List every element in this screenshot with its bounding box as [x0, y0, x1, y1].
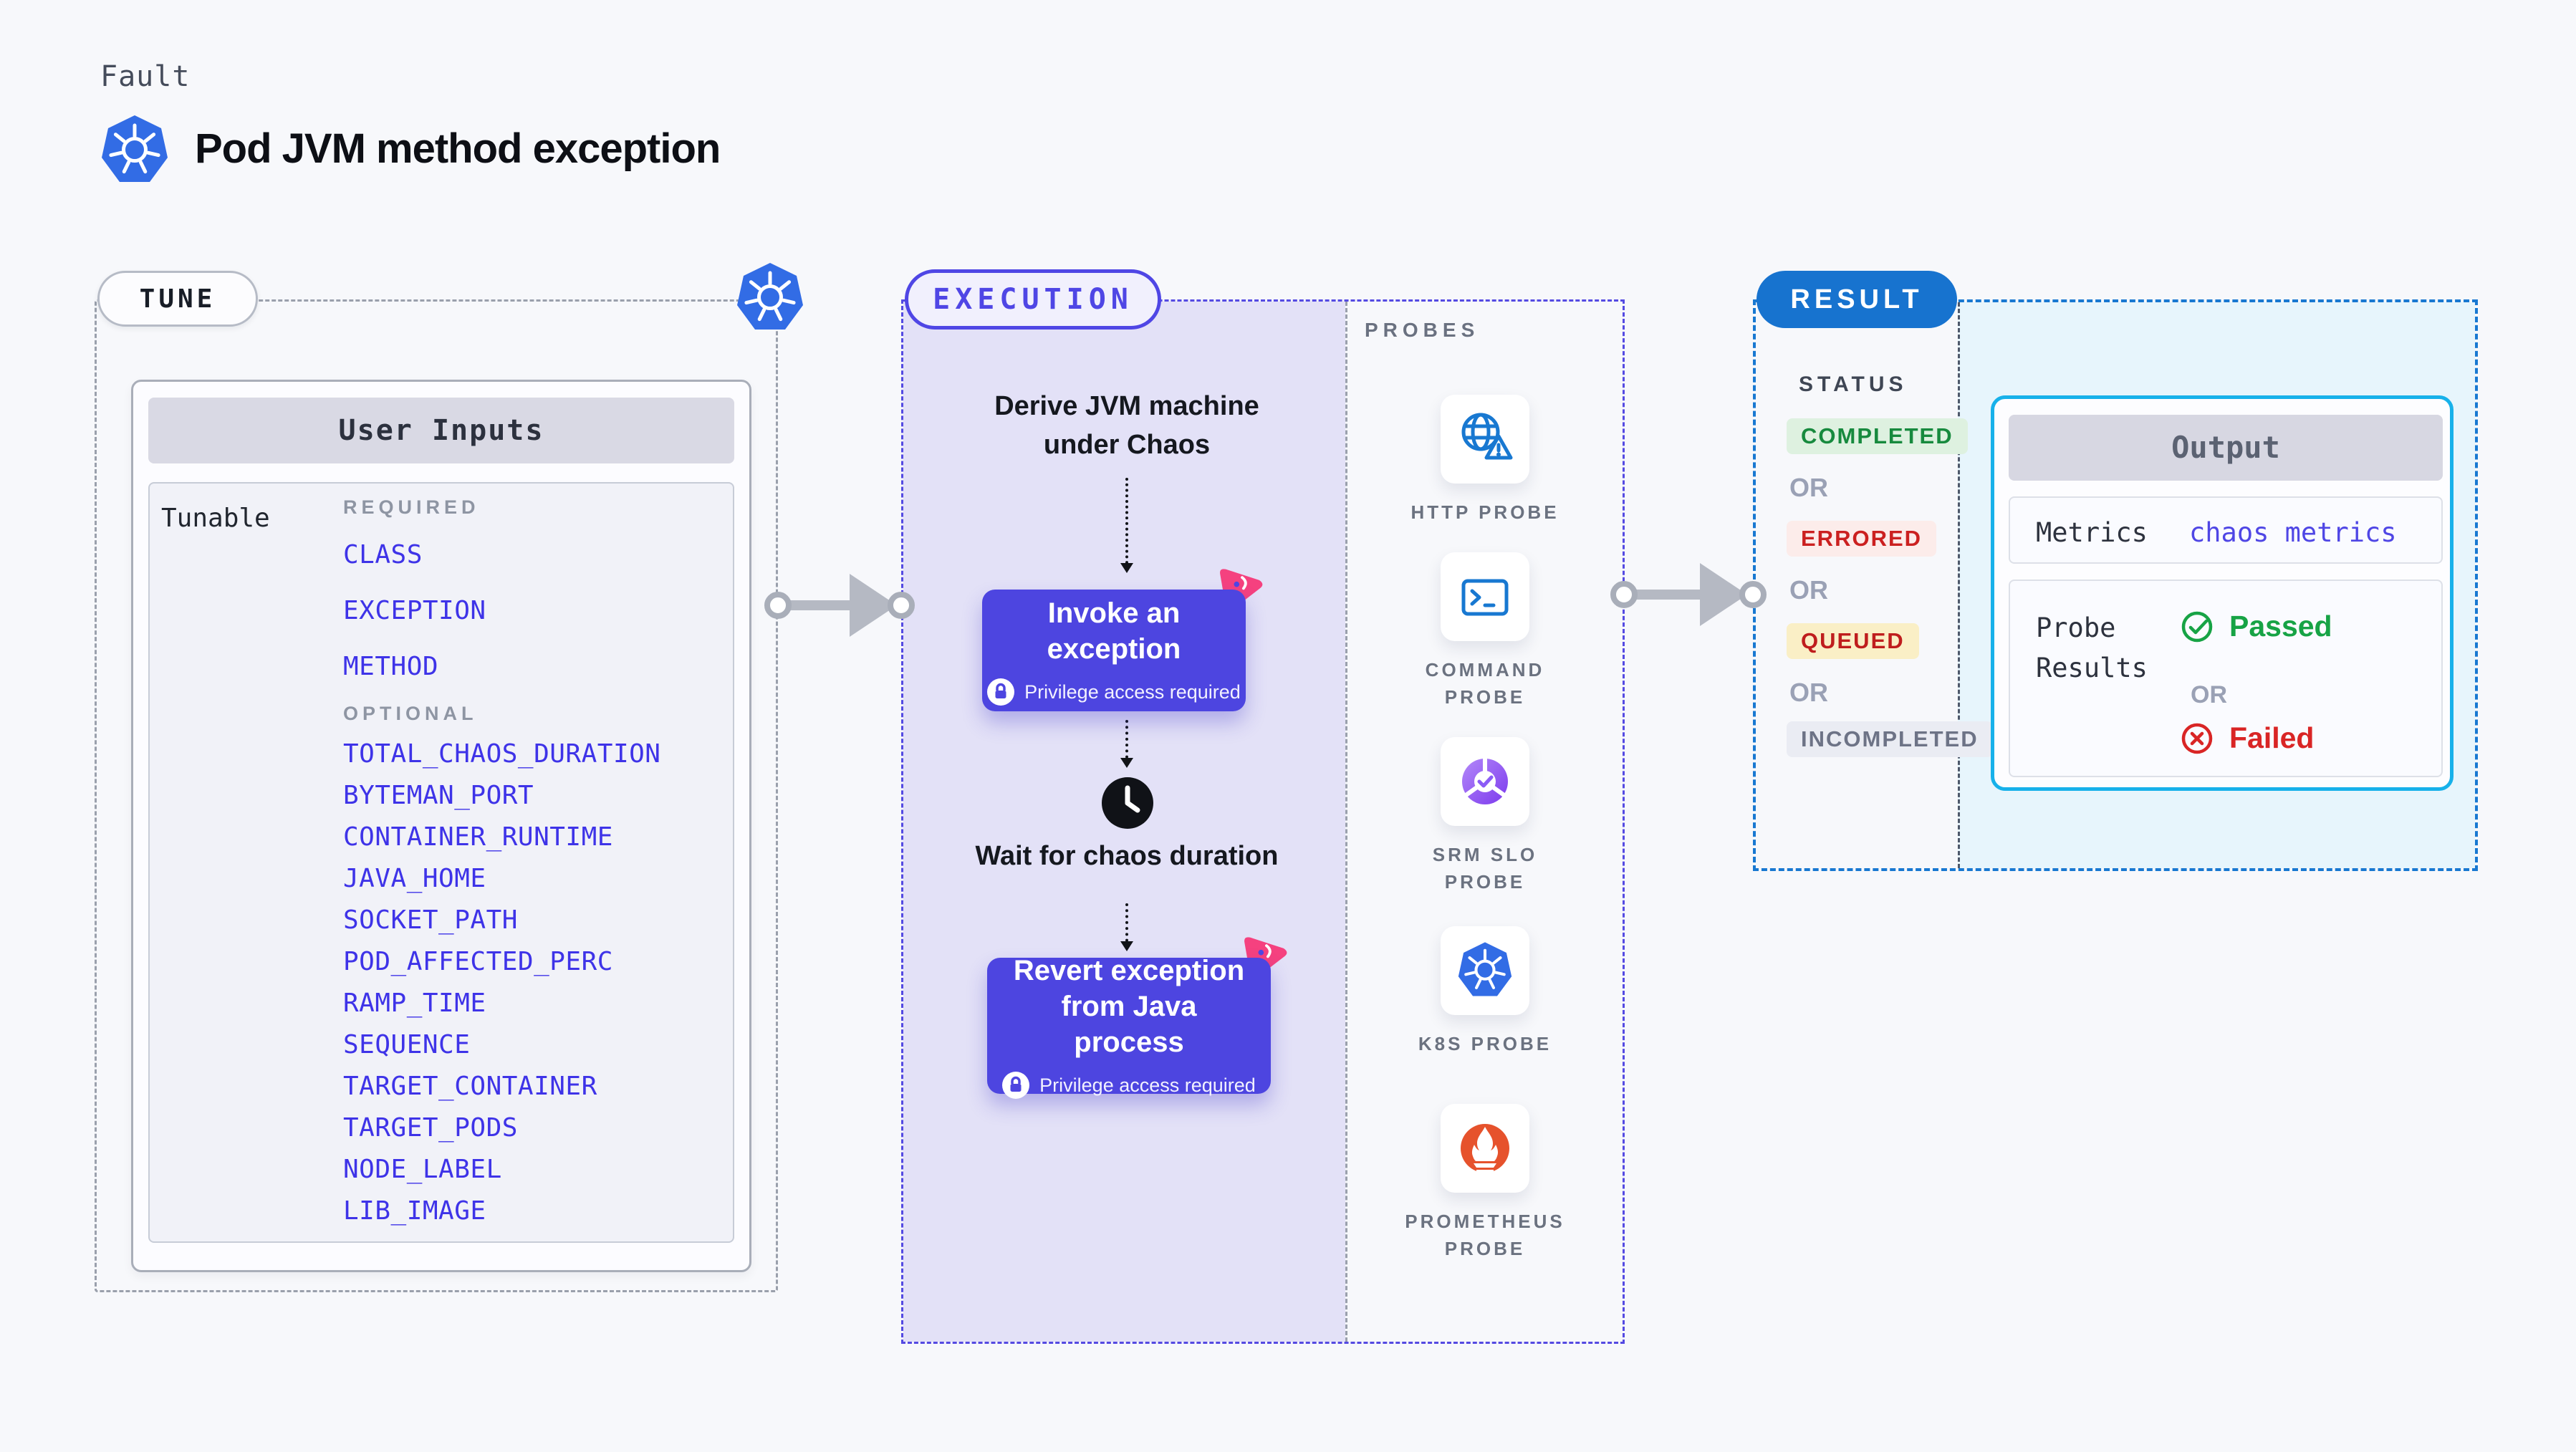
tunable-target-container: TARGET_CONTAINER: [343, 1071, 597, 1101]
prometheus-probe-icon: [1441, 1104, 1529, 1193]
tune-section-box: User Inputs Tunable REQUIRED CLASS EXCEP…: [95, 299, 778, 1292]
probe-results-label: Probe Results: [2036, 612, 2148, 683]
http-probe-icon: [1441, 395, 1529, 484]
tunables-panel: Tunable REQUIRED CLASS EXCEPTION METHOD …: [148, 482, 734, 1243]
metrics-label: Metrics: [2036, 517, 2148, 548]
tunable-byteman-port: BYTEMAN_PORT: [343, 780, 534, 810]
step-title: Invoke an exception: [1047, 597, 1181, 665]
tunable-node-label: NODE_LABEL: [343, 1154, 502, 1184]
or-separator: OR: [1789, 575, 1828, 605]
arrow-line: [785, 600, 852, 610]
flow-arrow-down: [1120, 720, 1133, 768]
kubernetes-icon: [99, 113, 170, 188]
privilege-note: Privilege access required: [987, 678, 1241, 706]
step-title: Revert exception from Java process: [1013, 955, 1245, 1058]
tunable-row-label: Tunable: [161, 504, 270, 533]
kubernetes-icon: [734, 261, 806, 335]
tunable-container-runtime: CONTAINER_RUNTIME: [343, 822, 613, 852]
user-inputs-card: User Inputs Tunable REQUIRED CLASS EXCEP…: [131, 380, 751, 1272]
k8s-probe-icon: [1441, 926, 1529, 1015]
flow-arrow-down: [1120, 903, 1133, 951]
arrow-end-dot: [888, 592, 915, 619]
status-badge-errored: ERRORED: [1787, 521, 1937, 557]
invoke-exception-step: Invoke an exception Privilege access req…: [982, 590, 1246, 711]
privilege-note: Privilege access required: [1002, 1072, 1256, 1099]
tunable-java-home: JAVA_HOME: [343, 863, 486, 893]
tunable-socket-path: SOCKET_PATH: [343, 905, 518, 935]
output-header: Output: [2009, 415, 2443, 481]
probe-item-http: HTTP PROBE: [1347, 395, 1623, 527]
probe-results-row: Probe Results Passed OR Failed: [2009, 580, 2443, 777]
arrow-end-dot: [1739, 581, 1767, 608]
probe-item-command: COMMAND PROBE: [1347, 552, 1623, 711]
or-separator: OR: [2191, 681, 2227, 708]
tunable-class: CLASS: [343, 539, 423, 569]
required-section-label: REQUIRED: [343, 496, 480, 518]
probe-item-srm-slo: SRM SLO PROBE: [1347, 737, 1623, 895]
probe-item-prometheus: PROMETHEUS PROBE: [1347, 1104, 1623, 1262]
result-section-box: STATUS COMPLETED OR ERRORED OR QUEUED OR…: [1753, 299, 2478, 871]
tunable-target-pods: TARGET_PODS: [343, 1112, 518, 1143]
tunable-pod-affected-perc: POD_AFFECTED_PERC: [343, 946, 613, 976]
metrics-row: Metrics chaos metrics: [2009, 496, 2443, 564]
execution-section-box: Derive JVM machine under Chaos Invoke an…: [901, 299, 1625, 1344]
optional-section-label: OPTIONAL: [343, 703, 478, 724]
or-separator: OR: [1789, 473, 1828, 502]
status-badge-incompleted: INCOMPLETED: [1787, 721, 1993, 757]
tunable-sequence: SEQUENCE: [343, 1029, 471, 1059]
status-badge-queued: QUEUED: [1787, 623, 1919, 659]
tune-stage-pill: TUNE: [97, 271, 258, 327]
page-title: Pod JVM method exception: [195, 125, 721, 172]
execution-stage-pill: EXECUTION: [905, 269, 1161, 330]
tunable-total-chaos-duration: TOTAL_CHAOS_DURATION: [343, 739, 661, 769]
optional-tunables-list: TOTAL_CHAOS_DURATION BYTEMAN_PORT CONTAI…: [343, 733, 660, 1231]
probe-item-k8s: K8S PROBE: [1347, 926, 1623, 1058]
metrics-value: chaos metrics: [2189, 517, 2397, 548]
output-card: Output Metrics chaos metrics Probe Resul…: [1991, 395, 2454, 791]
result-stage-pill: RESULT: [1756, 271, 1957, 328]
status-output-divider: [1958, 302, 1960, 868]
failed-verdict: Failed: [2181, 721, 2314, 755]
status-section-label: STATUS: [1799, 372, 1908, 396]
or-separator: OR: [1789, 678, 1828, 707]
probes-panel: PROBES HTTP PROBE: [1345, 302, 1623, 1342]
passed-verdict: Passed: [2181, 610, 2332, 643]
clock-icon: [1100, 776, 1155, 830]
probes-section-label: PROBES: [1365, 319, 1480, 341]
arrow-line: [1631, 590, 1703, 600]
lock-icon: [1002, 1072, 1030, 1099]
tunable-method: METHOD: [343, 651, 439, 681]
arrow-start-dot: [764, 592, 792, 619]
derive-jvm-step: Derive JVM machine under Chaos: [994, 391, 1259, 460]
fault-category-label: Fault: [100, 60, 191, 93]
flow-arrow-down: [1120, 478, 1133, 573]
required-tunables-list: CLASS EXCEPTION METHOD: [343, 527, 486, 694]
tunable-lib-image: LIB_IMAGE: [343, 1196, 486, 1226]
revert-exception-step: Revert exception from Java process Privi…: [987, 955, 1271, 1099]
lock-icon: [987, 678, 1015, 706]
wait-duration-step: Wait for chaos duration: [975, 841, 1279, 871]
arrow-start-dot: [1610, 581, 1638, 608]
srm-slo-probe-icon: [1441, 737, 1529, 826]
command-probe-icon: [1441, 552, 1529, 641]
status-badge-completed: COMPLETED: [1787, 418, 1968, 454]
tunable-ramp-time: RAMP_TIME: [343, 988, 486, 1018]
user-inputs-header: User Inputs: [148, 398, 734, 463]
check-circle-icon: [2181, 611, 2213, 642]
x-circle-icon: [2181, 723, 2213, 754]
tunable-exception: EXCEPTION: [343, 595, 486, 625]
